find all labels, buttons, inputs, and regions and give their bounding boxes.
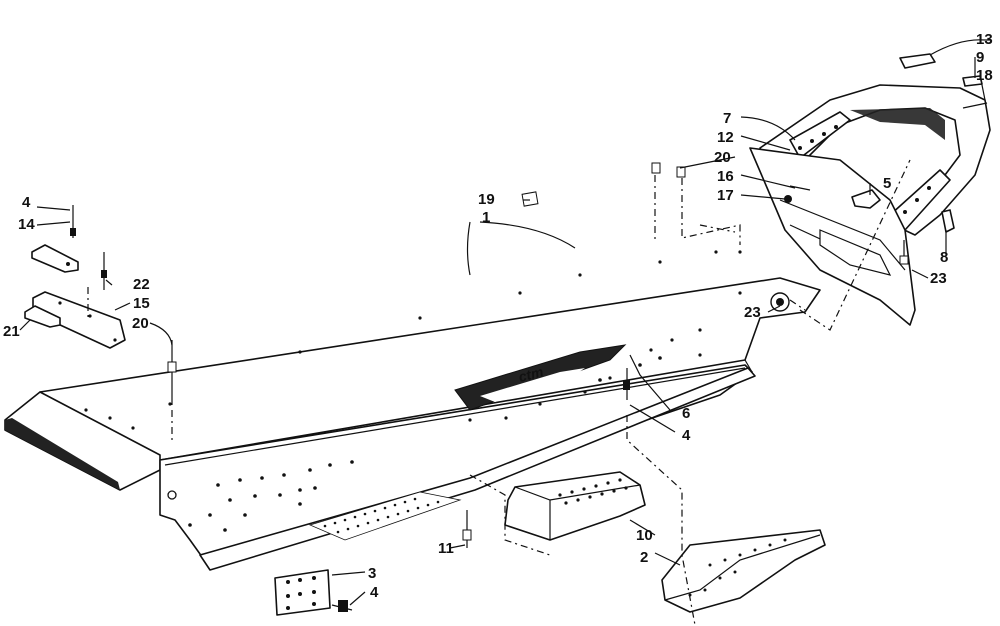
strip-21 [24, 305, 61, 328]
callout-21: 21 [3, 323, 20, 340]
callout-5: 5 [883, 175, 891, 192]
mounting-plate-part [274, 569, 331, 616]
callout-12: 12 [717, 129, 734, 146]
callout-13: 13 [976, 31, 993, 48]
callout-11: 11 [438, 540, 454, 557]
assembly-lines [87, 159, 911, 626]
callout-18: 18 [976, 67, 993, 84]
callout-6: 6 [682, 405, 690, 422]
tunnel-part [4, 250, 821, 571]
left-brackets [24, 244, 126, 349]
bracket-14 [31, 244, 79, 273]
callout-10: 10 [636, 527, 653, 544]
callout-17: 17 [717, 187, 734, 204]
tunnel-decal: ctm [454, 344, 627, 411]
callout-9: 9 [976, 49, 984, 66]
callout-8: 8 [940, 249, 948, 266]
callout-7: 7 [723, 110, 731, 127]
callout-20-left: 20 [132, 315, 149, 332]
callout-16: 16 [717, 168, 734, 185]
rear-grab-handle-part [749, 53, 991, 326]
callout-15: 15 [133, 295, 150, 312]
callout-22: 22 [133, 276, 150, 293]
callout-4-bottom: 4 [370, 584, 379, 601]
leader-lines [19, 39, 990, 606]
perforated-step-area [308, 491, 462, 541]
deck-rivets [84, 250, 742, 430]
callout-20-right: 20 [714, 149, 731, 166]
reinforcement-bracket-part [661, 529, 826, 613]
side-rivets [167, 356, 662, 532]
callout-3: 3 [368, 565, 376, 582]
callout-4-center: 4 [682, 427, 691, 444]
callout-23-center: 23 [744, 304, 761, 321]
decal-text: ctm [517, 363, 545, 385]
callout-14: 14 [18, 216, 35, 233]
callout-4-left: 4 [22, 194, 31, 211]
fasteners [70, 162, 790, 612]
callout-23-right: 23 [930, 270, 947, 287]
callout-2: 2 [640, 549, 648, 566]
callout-labels: 1 2 3 4 4 4 5 6 7 8 9 10 11 12 13 14 15 … [3, 31, 993, 601]
callout-19: 19 [478, 191, 495, 208]
rubber-step-part [504, 471, 646, 541]
callout-1: 1 [482, 209, 490, 226]
